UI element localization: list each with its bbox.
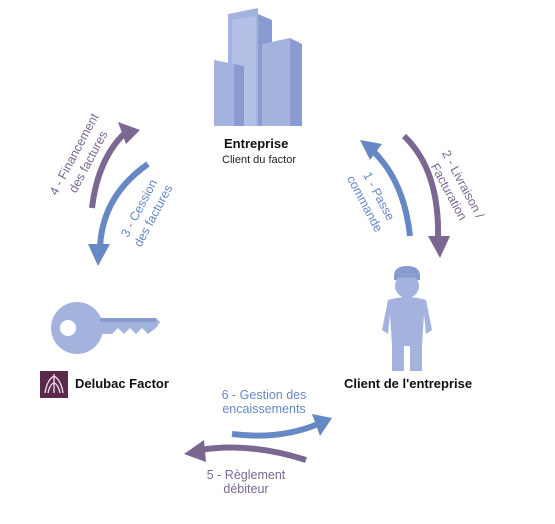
entreprise-title: Entreprise — [224, 136, 289, 151]
factor-title: Delubac Factor — [75, 376, 169, 391]
client-title: Client de l'entreprise — [344, 376, 473, 391]
flow-6-line1: 6 - Gestion des — [221, 388, 307, 402]
arrow-flow-5 — [184, 440, 307, 463]
arrow-flow-3 — [88, 161, 150, 266]
arrow-flow-6 — [231, 414, 332, 439]
person-icon — [382, 266, 432, 371]
building-icon — [214, 8, 302, 126]
flow-6-label: 6 - Gestion des encaissements — [214, 388, 314, 417]
entreprise-subtitle: Client du factor — [222, 154, 296, 166]
flow-5-line1: 5 - Règlement — [206, 468, 286, 482]
arrow-flow-2 — [401, 133, 450, 258]
delubac-logo — [40, 371, 68, 398]
arrow-flow-4 — [89, 122, 140, 209]
arrow-flow-1 — [360, 140, 413, 237]
flow-5-label: 5 - Règlement débiteur — [196, 468, 296, 497]
flow-5-line2: débiteur — [223, 482, 269, 497]
flow-6-line2: encaissements — [222, 402, 306, 417]
key-icon — [51, 302, 160, 354]
